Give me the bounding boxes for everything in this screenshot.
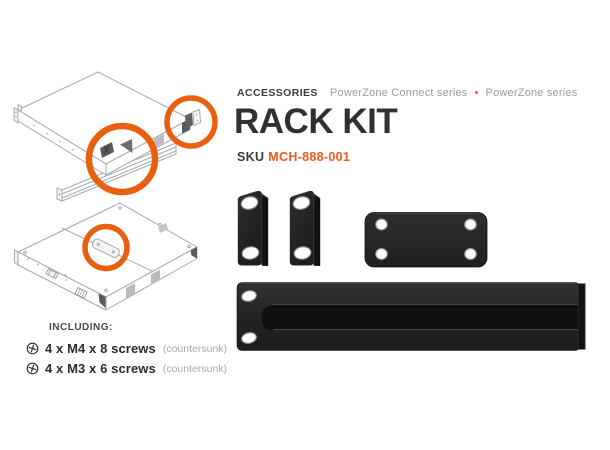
screw-head-icon: [26, 342, 39, 355]
included-screw-item: 4 x M3 x 6 screws (countersunk): [26, 361, 227, 376]
screw-spec: 4 x M3 x 6 screws: [45, 361, 156, 376]
product-title: RACK KIT: [234, 102, 398, 141]
screw-note: (countersunk): [162, 362, 228, 375]
series-name: PowerZone series: [485, 87, 578, 99]
screw-head-icon: [26, 362, 39, 375]
series-name: PowerZone Connect series: [330, 87, 468, 99]
euroblock-port: [74, 287, 88, 299]
dual-chassis-drawing: [14, 202, 198, 311]
highlight-circle-front-bracket: [85, 122, 159, 196]
sku-value: MCH-888-001: [268, 150, 351, 164]
rack-ear-attach-point: [185, 108, 202, 129]
category-label: ACCESSORIES: [237, 87, 318, 99]
front-rail-bar-photo: [236, 282, 586, 351]
sku-label: SKU: [237, 150, 265, 164]
rack-ear-right-photo: [289, 190, 321, 266]
chassis-joining-plate-drawing: [14, 202, 198, 311]
front-connector: [45, 268, 59, 280]
joining-plate-drawing: [91, 238, 120, 258]
series-list: PowerZone Connect series • PowerZone ser…: [330, 87, 577, 99]
screw-spec: 4 x M4 x 8 screws: [45, 341, 156, 356]
included-screw-item: 4 x M4 x 8 screws (countersunk): [26, 341, 227, 356]
mid-rail-bracket: [100, 139, 133, 158]
series-separator-dot: •: [474, 86, 479, 99]
highlight-circle-joining-plate: [82, 223, 130, 272]
chassis-rail-mount-drawing: [13, 71, 218, 202]
highlight-circle-rack-ear: [164, 95, 218, 149]
screw-note: (countersunk): [162, 342, 228, 355]
including-label: INCLUDING:: [49, 322, 113, 333]
rack-ear-left-photo: [237, 190, 269, 266]
joining-plate-photo: [364, 212, 488, 268]
